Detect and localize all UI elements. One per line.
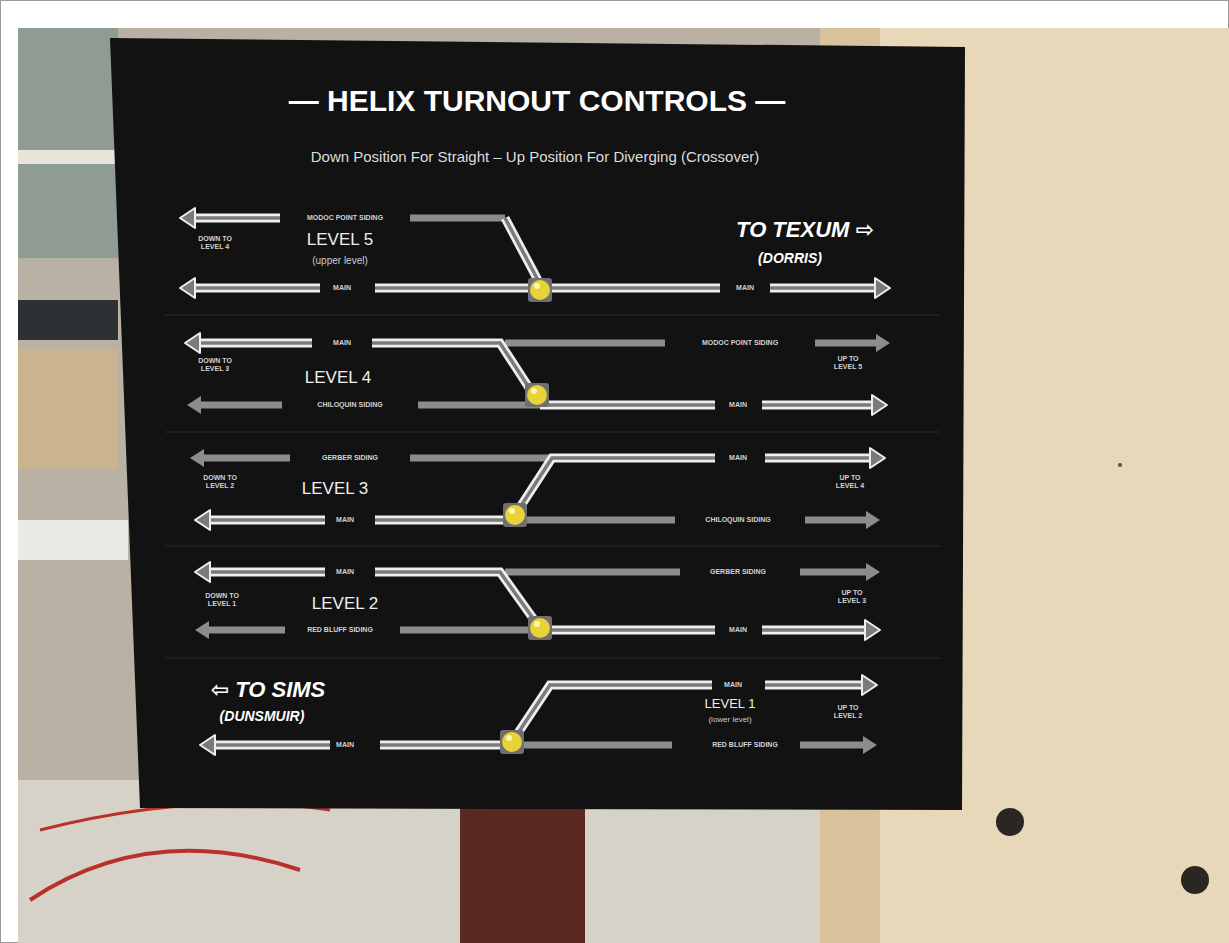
siding-arrowhead bbox=[187, 334, 890, 754]
track-label: MAIN bbox=[726, 401, 750, 409]
track-label: GERBER SIDING bbox=[319, 454, 381, 462]
track-label: MAIN bbox=[726, 454, 750, 462]
destination-note: (DORRIS) bbox=[755, 251, 825, 266]
track-label: MODOC POINT SIDING bbox=[304, 214, 386, 222]
track-label: MAIN bbox=[333, 741, 357, 749]
level-label: LEVEL 5 bbox=[304, 231, 376, 250]
level-link-note: UP TO LEVEL 3 bbox=[827, 589, 877, 604]
level-link-note: DOWN TO LEVEL 4 bbox=[190, 235, 240, 250]
level-link-note: UP TO LEVEL 2 bbox=[823, 704, 873, 719]
level-link-note: DOWN TO LEVEL 2 bbox=[195, 474, 245, 489]
track-label: MAIN bbox=[330, 284, 354, 292]
track-label: CHILOQUIN SIDING bbox=[702, 516, 773, 524]
level-link-note: DOWN TO LEVEL 1 bbox=[197, 592, 247, 607]
level-label: LEVEL 3 bbox=[299, 480, 371, 499]
track-label: MAIN bbox=[733, 284, 757, 292]
track-label: MAIN bbox=[721, 681, 745, 689]
control-panel bbox=[110, 38, 965, 810]
level-link-note: DOWN TO LEVEL 3 bbox=[190, 357, 240, 372]
track-label: RED BLUFF SIDING bbox=[709, 741, 781, 749]
track-label: MAIN bbox=[333, 568, 357, 576]
level-label: LEVEL 1 bbox=[702, 697, 759, 711]
track-label: MAIN bbox=[330, 339, 354, 347]
track-label: MAIN bbox=[726, 626, 750, 634]
level-link-note: UP TO LEVEL 5 bbox=[823, 355, 873, 370]
toggle-switch bbox=[500, 278, 552, 754]
track-label: RED BLUFF SIDING bbox=[304, 626, 376, 634]
destination-label: TO TEXUM ⇨ bbox=[733, 218, 877, 242]
level-link-note: UP TO LEVEL 4 bbox=[825, 474, 875, 489]
main-track-outline bbox=[192, 218, 878, 745]
track-label: MODOC POINT SIDING bbox=[699, 339, 781, 347]
destination-label: ⇦ TO SIMS bbox=[208, 678, 329, 702]
level-note: (upper level) bbox=[309, 255, 371, 266]
track-label: MAIN bbox=[333, 516, 357, 524]
level-label: LEVEL 4 bbox=[302, 369, 374, 388]
instruction-text: Down Position For Straight – Up Position… bbox=[308, 149, 763, 166]
destination-note: (DUNSMUIR) bbox=[217, 709, 308, 724]
track-label: GERBER SIDING bbox=[707, 568, 769, 576]
track-label: CHILOQUIN SIDING bbox=[314, 401, 385, 409]
level-note: (lower level) bbox=[705, 716, 754, 725]
main-arrowhead bbox=[180, 208, 890, 755]
main-track-inner bbox=[192, 218, 878, 745]
level-label: LEVEL 2 bbox=[309, 595, 381, 614]
panel-title: — HELIX TURNOUT CONTROLS — bbox=[286, 84, 789, 117]
